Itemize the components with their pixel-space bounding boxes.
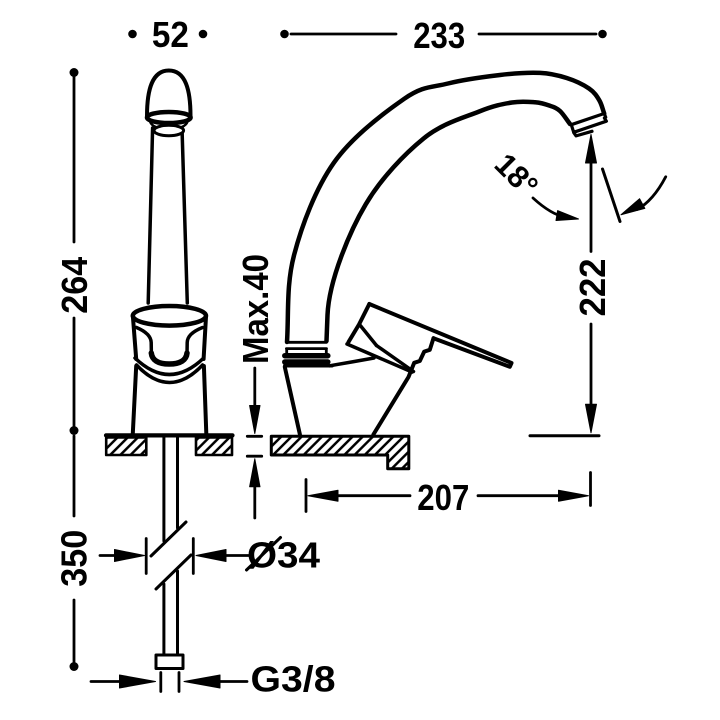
svg-text:Ø34: Ø34: [247, 535, 320, 576]
svg-text:233: 233: [413, 15, 465, 56]
svg-text:Max.40: Max.40: [235, 254, 276, 364]
svg-text:52: 52: [152, 14, 189, 55]
svg-text:350: 350: [54, 530, 95, 587]
svg-text:222: 222: [572, 259, 613, 317]
svg-text:264: 264: [54, 257, 95, 314]
svg-text:207: 207: [417, 477, 469, 518]
svg-text:G3/8: G3/8: [251, 659, 336, 700]
